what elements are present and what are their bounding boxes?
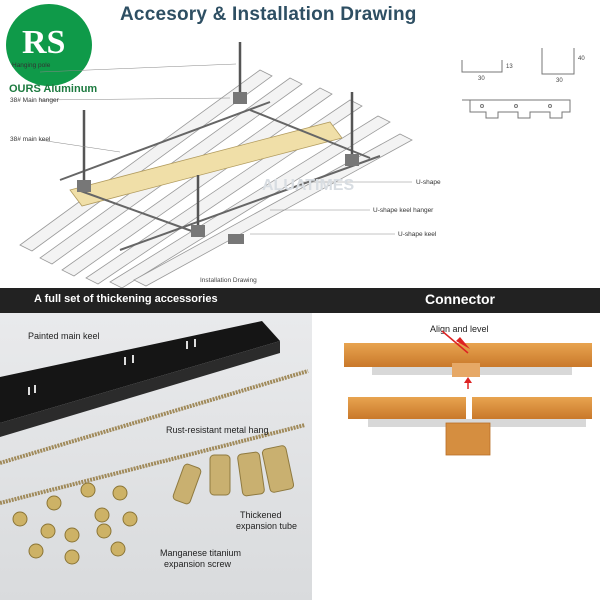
label-main-keel: 38# main keel (10, 136, 51, 143)
brand-logo (6, 4, 92, 86)
label-manganese-1: Manganese titanium (160, 548, 242, 558)
accessories-illustration (0, 321, 309, 565)
logo-letters: RS (22, 24, 66, 61)
label-u-shape-keel: U-shape keel (398, 231, 437, 238)
page-title: Accesory & Installation Drawing (120, 4, 417, 25)
label-rust-resistant: Rust-resistant metal hang (166, 425, 269, 435)
label-main-hanger: 38# Main hanger (10, 97, 59, 104)
label-u-shape-keel-hanger: U-shape keel hanger (373, 207, 434, 214)
installation-drawing: ALUATIMES 30 13 30 40 (19, 42, 585, 288)
label-u-shape: U-shape (416, 179, 441, 186)
connector-heading: Connector (425, 291, 495, 307)
accessories-heading: A full set of thickening accessories (34, 293, 218, 305)
drawing-caption: Installation Drawing (200, 277, 257, 284)
dim-d1: 30 (478, 76, 485, 82)
brand-name: OURS Aluminum (9, 83, 98, 95)
profile-sections (461, 48, 575, 119)
dim-d4: 40 (578, 56, 585, 62)
label-hanging-pole: Hanging pole (12, 62, 51, 69)
label-thickened-2: expansion tube (236, 521, 298, 531)
section-bar (0, 288, 600, 313)
label-thickened-1: Thickened (240, 510, 282, 520)
watermark: ALUATIMES (262, 177, 354, 194)
dim-d3: 30 (556, 78, 563, 84)
dim-d2: 13 (506, 64, 513, 70)
connector-illustration (344, 330, 592, 456)
painted-keel (0, 321, 280, 423)
label-align-level: Align and level (430, 324, 489, 334)
label-painted-main-keel: Painted main keel (28, 331, 100, 341)
wood-strip (69, 121, 343, 207)
label-manganese-2: expansion screw (164, 559, 232, 569)
